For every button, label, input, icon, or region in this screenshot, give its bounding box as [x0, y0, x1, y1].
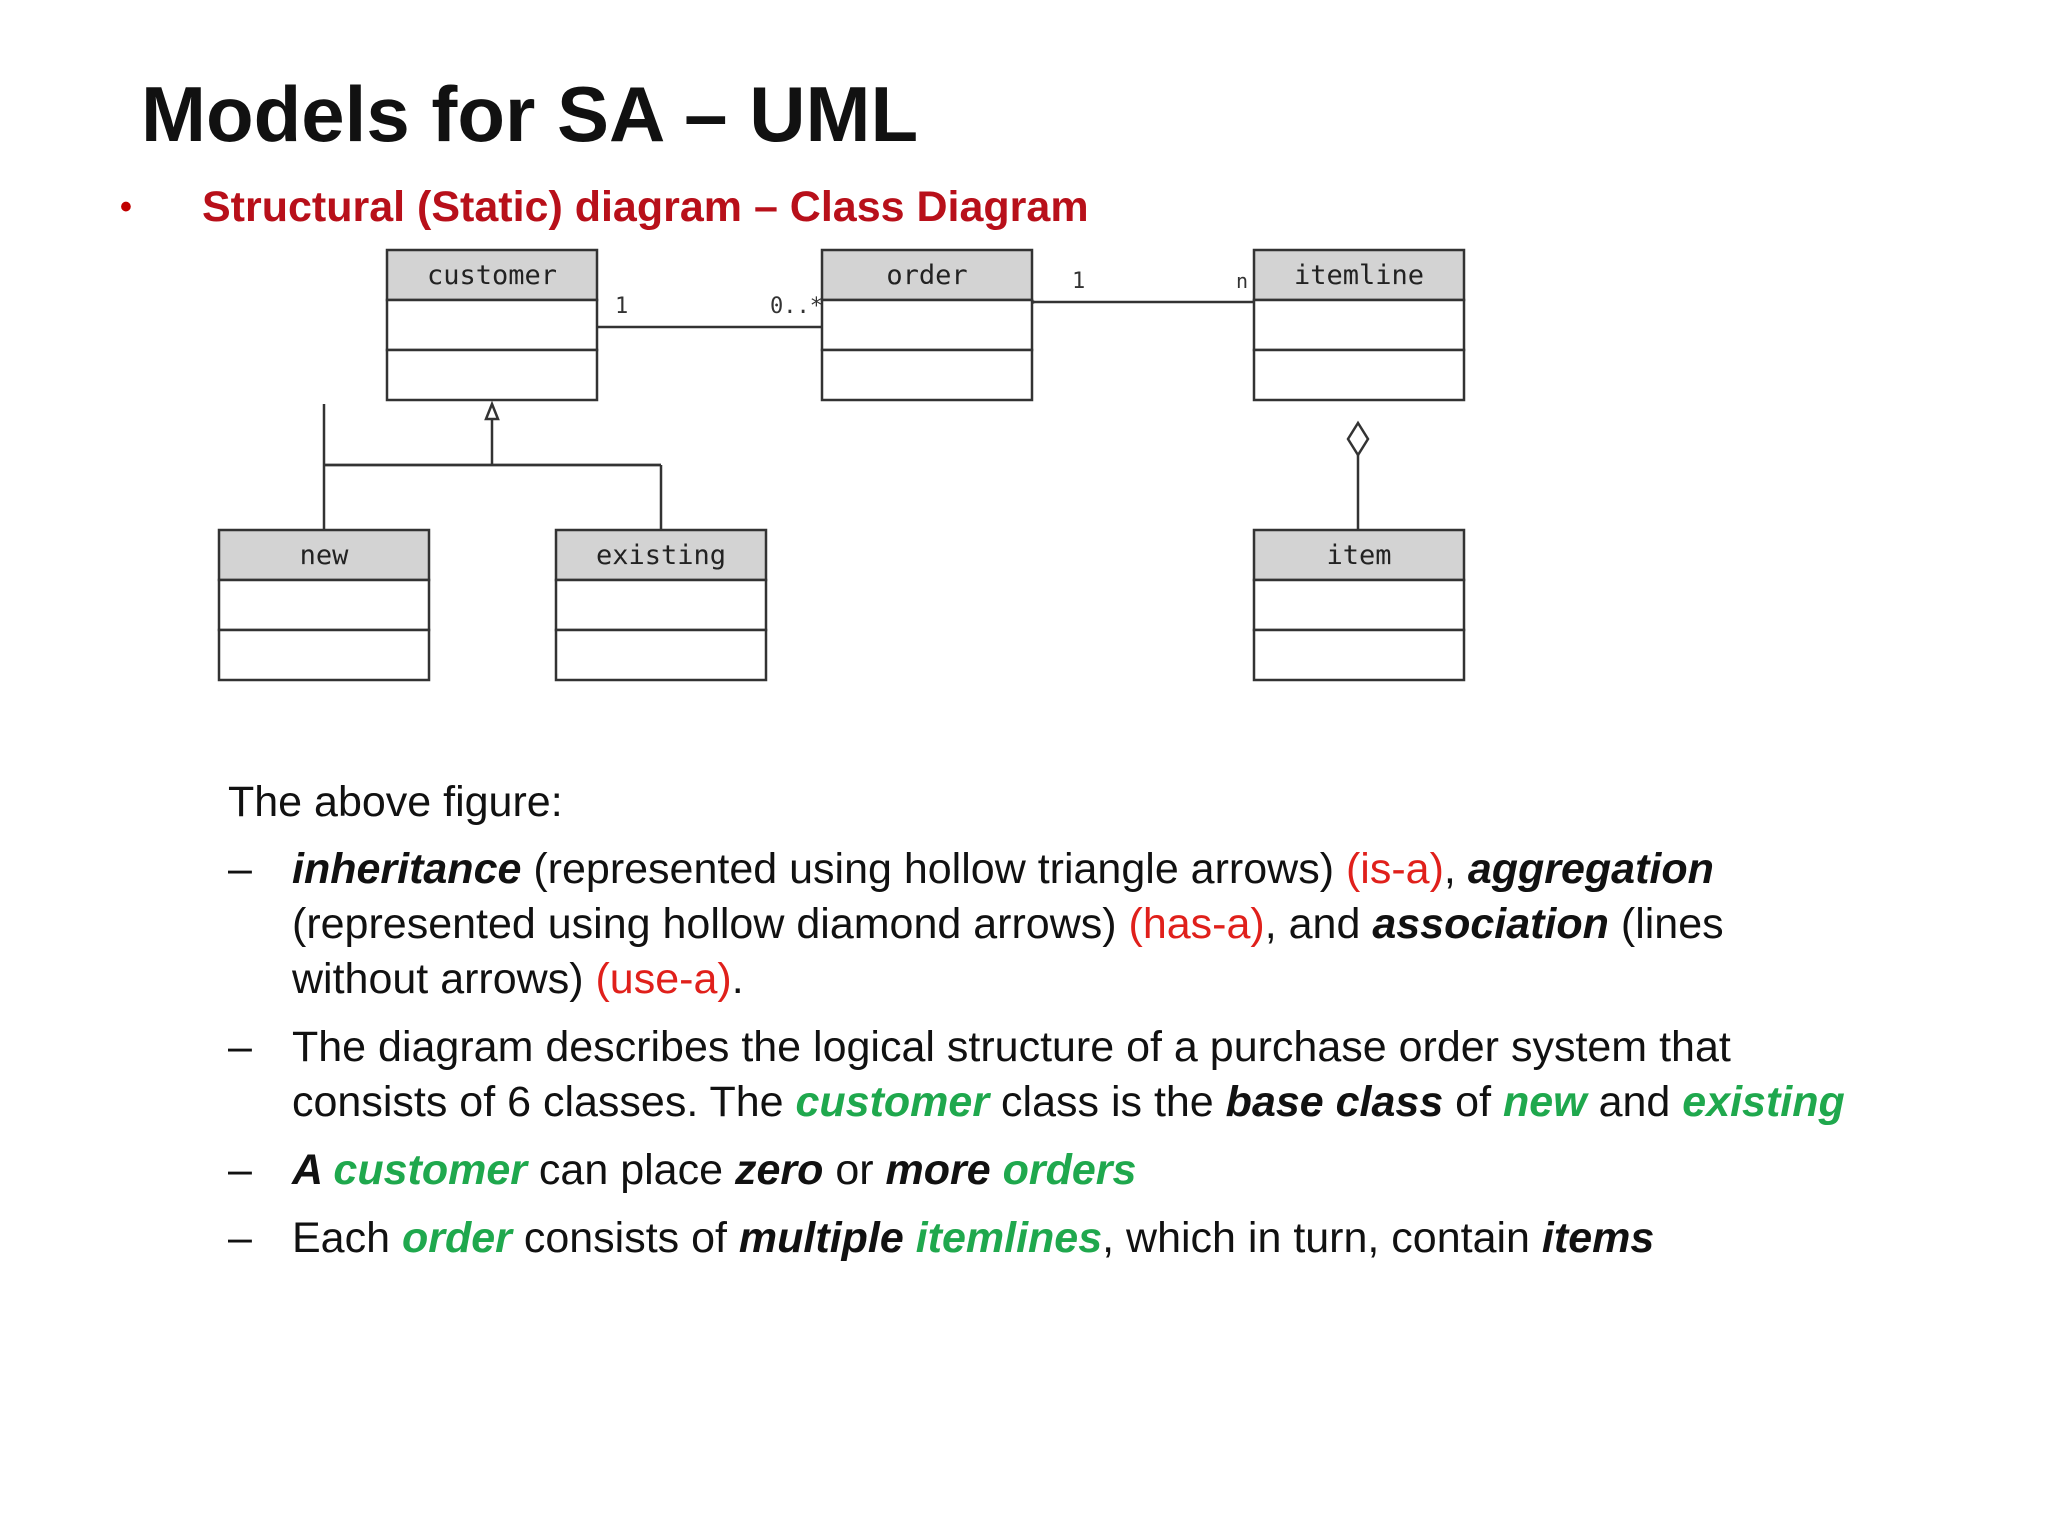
text-run: Each [292, 1214, 402, 1262]
multiplicity-label: 1 [1072, 269, 1085, 294]
class-term: new [1503, 1078, 1587, 1126]
class-term: orders [1002, 1146, 1137, 1194]
class-name: customer [427, 260, 557, 291]
dash-icon: – [228, 1023, 252, 1071]
dash-icon: – [228, 1214, 252, 1262]
class-name: item [1326, 540, 1391, 571]
term-inheritance: inheritance [292, 845, 522, 893]
class-name: existing [596, 540, 726, 571]
text-run: or [823, 1146, 886, 1194]
is-a-label: (is-a) [1345, 845, 1444, 893]
class-term: itemlines [915, 1214, 1103, 1262]
term-more: more [885, 1146, 991, 1194]
text-run: , [1443, 845, 1468, 893]
explanation-text: The above figure: – inheritance (represe… [228, 775, 1868, 1279]
term-association: association [1372, 900, 1609, 948]
text-run: (represented using hollow diamond arrows… [292, 900, 1129, 948]
class-box-item: item [1252, 528, 1466, 682]
text-run: . [731, 955, 744, 1003]
text-run: of [1443, 1078, 1503, 1126]
class-diagram: customer order itemline new existing ite… [217, 248, 1466, 682]
class-term: existing [1682, 1078, 1845, 1126]
dash-icon: – [228, 1146, 252, 1194]
term-aggregation: aggregation [1467, 845, 1714, 893]
class-name: order [886, 260, 967, 291]
class-term: order [401, 1214, 512, 1262]
class-box-existing: existing [554, 528, 768, 682]
class-box-customer: customer [385, 248, 599, 402]
list-item: – inheritance (represented using hollow … [228, 842, 1868, 1007]
multiplicity-label: n [1236, 269, 1248, 293]
use-a-label: (use-a) [595, 955, 732, 1003]
subtitle-text: Structural (Static) diagram – Class Diag… [202, 183, 1089, 231]
text-run: consists of [511, 1214, 739, 1262]
text-run: , and [1264, 900, 1373, 948]
inheritance-triangle-icon [484, 400, 500, 421]
text-run: The diagram describes the logical struct… [292, 1023, 1731, 1126]
bullet-icon: • [120, 188, 132, 226]
list-item: – The diagram describes the logical stru… [228, 1020, 1868, 1130]
text-run [904, 1214, 916, 1262]
term-zero: zero [734, 1146, 824, 1194]
text-run: , which in turn, contain [1102, 1214, 1542, 1262]
term-multiple: multiple [738, 1214, 904, 1262]
list-item: – Each order consists of multiple itemli… [228, 1211, 1868, 1266]
multiplicity-label: 1 [615, 294, 628, 319]
term-items: items [1541, 1214, 1655, 1262]
class-box-new: new [217, 528, 431, 682]
slide-title: Models for SA – UML [141, 70, 919, 158]
has-a-label: (has-a) [1128, 900, 1265, 948]
term-base-class: base class [1225, 1078, 1444, 1126]
class-name: new [300, 540, 350, 571]
text-run: (represented using hollow triangle arrow… [521, 845, 1346, 893]
text-run: and [1586, 1078, 1683, 1126]
multiplicity-label: 0..* [770, 294, 823, 319]
class-box-itemline: itemline [1252, 248, 1466, 402]
class-term: customer [795, 1078, 990, 1126]
text-run: class is the [989, 1078, 1226, 1126]
list-item: – A customer can place zero or more orde… [228, 1143, 1868, 1198]
class-term: customer [333, 1146, 527, 1194]
dash-icon: – [228, 845, 252, 893]
class-box-order: order [820, 248, 1034, 402]
text-run: can place [526, 1146, 735, 1194]
class-name: itemline [1294, 260, 1424, 291]
text-run: (lines without arrows) [292, 900, 1724, 1003]
aggregation-diamond-icon [1346, 420, 1370, 458]
text-run: A [292, 1146, 334, 1194]
intro-line: The above figure: [228, 778, 563, 826]
text-run [991, 1146, 1003, 1194]
